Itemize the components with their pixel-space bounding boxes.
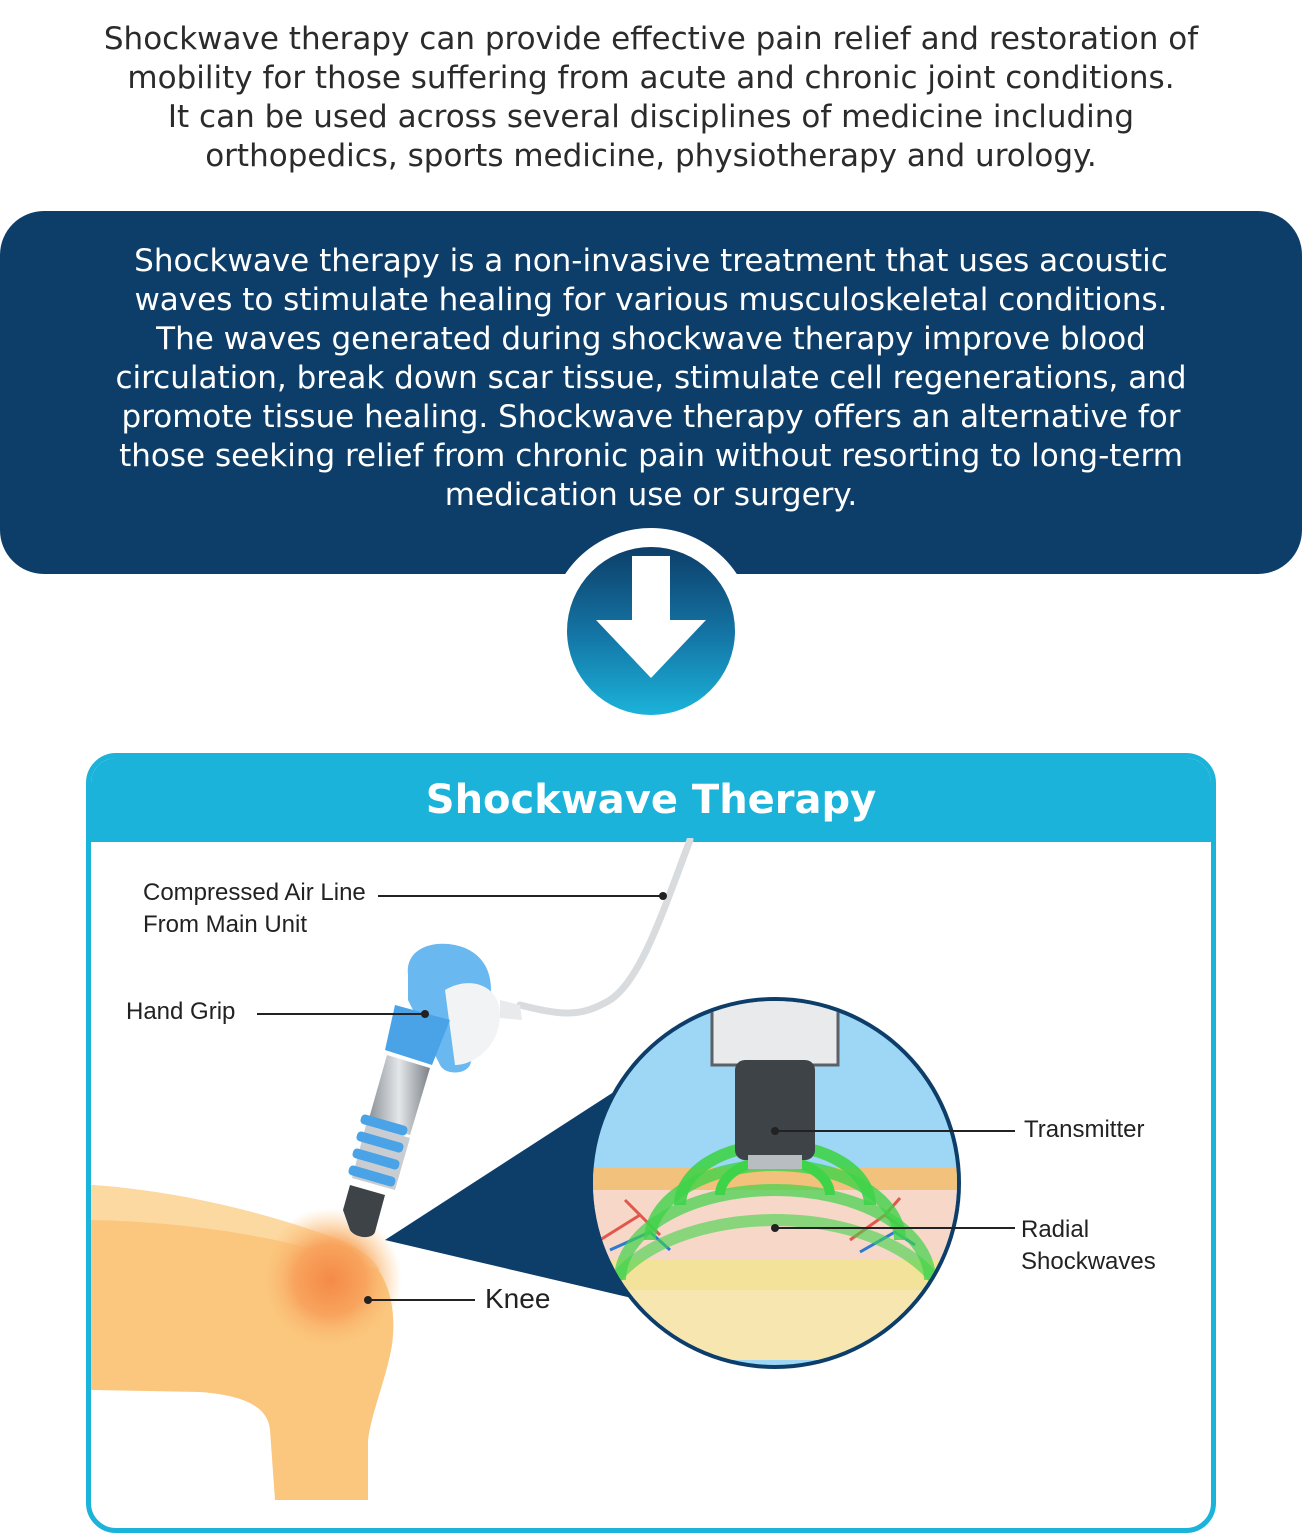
label-knee: Knee bbox=[485, 1283, 551, 1314]
intro-line: mobility for those suffering from acute … bbox=[127, 60, 1175, 96]
shaft-ring bbox=[352, 1148, 400, 1170]
description-text: Shockwave therapy is a non-invasive trea… bbox=[40, 242, 1262, 515]
shaft-ring bbox=[348, 1165, 396, 1187]
leader-dot bbox=[421, 1010, 429, 1018]
fat-layer bbox=[593, 1260, 957, 1290]
label-radial-shockwaves: Radial Shockwaves bbox=[1021, 1214, 1156, 1278]
transmitter-body bbox=[735, 1060, 815, 1160]
shockwave-arc bbox=[614, 1184, 936, 1281]
air-hose bbox=[516, 838, 694, 1017]
label-air-line: Compressed Air Line From Main Unit bbox=[143, 877, 366, 941]
hose-connector bbox=[500, 1000, 522, 1020]
leader-dot bbox=[364, 1296, 372, 1304]
description-line: waves to stimulate healing for various m… bbox=[134, 282, 1168, 318]
panel-title: Shockwave Therapy bbox=[425, 777, 877, 823]
tissue-layer bbox=[593, 1290, 957, 1360]
label-radial-2: Shockwaves bbox=[1021, 1248, 1156, 1275]
blood-vessels-red bbox=[599, 1197, 906, 1242]
leader-dot bbox=[771, 1224, 779, 1232]
panel-header: Shockwave Therapy bbox=[91, 758, 1211, 842]
description-line: promote tissue healing. Shockwave therap… bbox=[121, 399, 1181, 435]
zoom-circle bbox=[589, 997, 961, 1369]
label-air-line-2: From Main Unit bbox=[143, 911, 308, 938]
hand-grip-body bbox=[385, 1005, 450, 1065]
intro-line: Shockwave therapy can provide effective … bbox=[103, 21, 1199, 57]
transmitter-tip bbox=[748, 1155, 802, 1169]
zoom-pointer bbox=[385, 1075, 640, 1300]
shockwave-illustration bbox=[91, 838, 1015, 1500]
shockwave-arc bbox=[594, 1214, 956, 1321]
description-banner bbox=[0, 211, 1302, 574]
description-line: The waves generated during shockwave the… bbox=[156, 321, 1146, 357]
shaft bbox=[368, 1055, 430, 1135]
handpiece bbox=[343, 943, 522, 1238]
shaft-ring bbox=[356, 1131, 404, 1153]
label-transmitter: Transmitter bbox=[1024, 1116, 1145, 1143]
leg-highlight bbox=[91, 1185, 380, 1270]
intro-line: It can be used across several discipline… bbox=[167, 99, 1135, 135]
shaft-ring bbox=[360, 1114, 408, 1136]
label-air-line-1: Compressed Air Line bbox=[143, 879, 366, 906]
intro-paragraph: Shockwave therapy can provide effective … bbox=[40, 20, 1262, 176]
hand-grip-face bbox=[445, 983, 500, 1065]
description-line: those seeking relief from chronic pain w… bbox=[119, 438, 1183, 474]
label-radial-1: Radial bbox=[1021, 1216, 1090, 1243]
label-hand-grip: Hand Grip bbox=[126, 998, 236, 1025]
description-line: Shockwave therapy is a non-invasive trea… bbox=[134, 243, 1168, 279]
arrow-down-circle-icon bbox=[548, 528, 754, 734]
probe-tip bbox=[343, 1185, 385, 1238]
leg bbox=[91, 1185, 402, 1500]
leader-dot bbox=[659, 892, 667, 900]
description-line: circulation, break down scar tissue, sti… bbox=[115, 360, 1187, 396]
knee-glow bbox=[258, 1208, 402, 1352]
leader-dot bbox=[771, 1127, 779, 1135]
intro-line: orthopedics, sports medicine, physiother… bbox=[205, 138, 1097, 174]
description-line: medication use or surgery. bbox=[444, 477, 858, 513]
